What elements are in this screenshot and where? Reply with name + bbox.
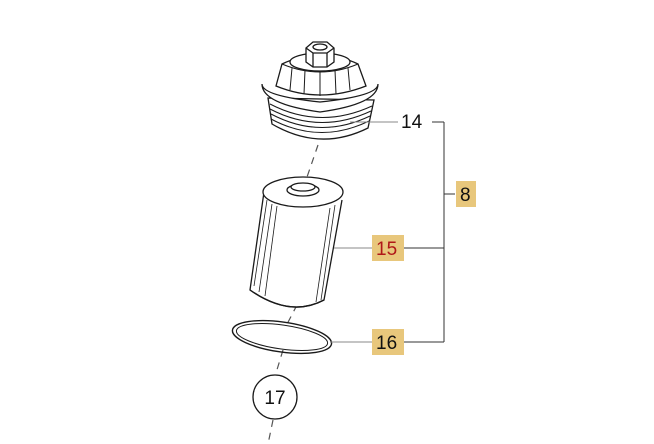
callout-16: 16 <box>376 333 397 354</box>
callout-14: 14 <box>401 112 423 133</box>
leader-lines <box>330 121 398 343</box>
callout-8: 8 <box>460 185 471 206</box>
callout-15-highlight <box>372 235 404 261</box>
seal-ring <box>231 319 333 355</box>
assembly-bracket <box>404 121 455 343</box>
center-axis <box>267 144 319 444</box>
callout-16-highlight <box>372 329 404 355</box>
callout-17: 17 <box>264 388 285 409</box>
callout-17-circle <box>252 374 298 420</box>
filter-cap <box>261 41 379 140</box>
filter-element <box>249 176 344 308</box>
callout-8-highlight <box>456 181 476 207</box>
callout-15: 15 <box>376 239 397 260</box>
